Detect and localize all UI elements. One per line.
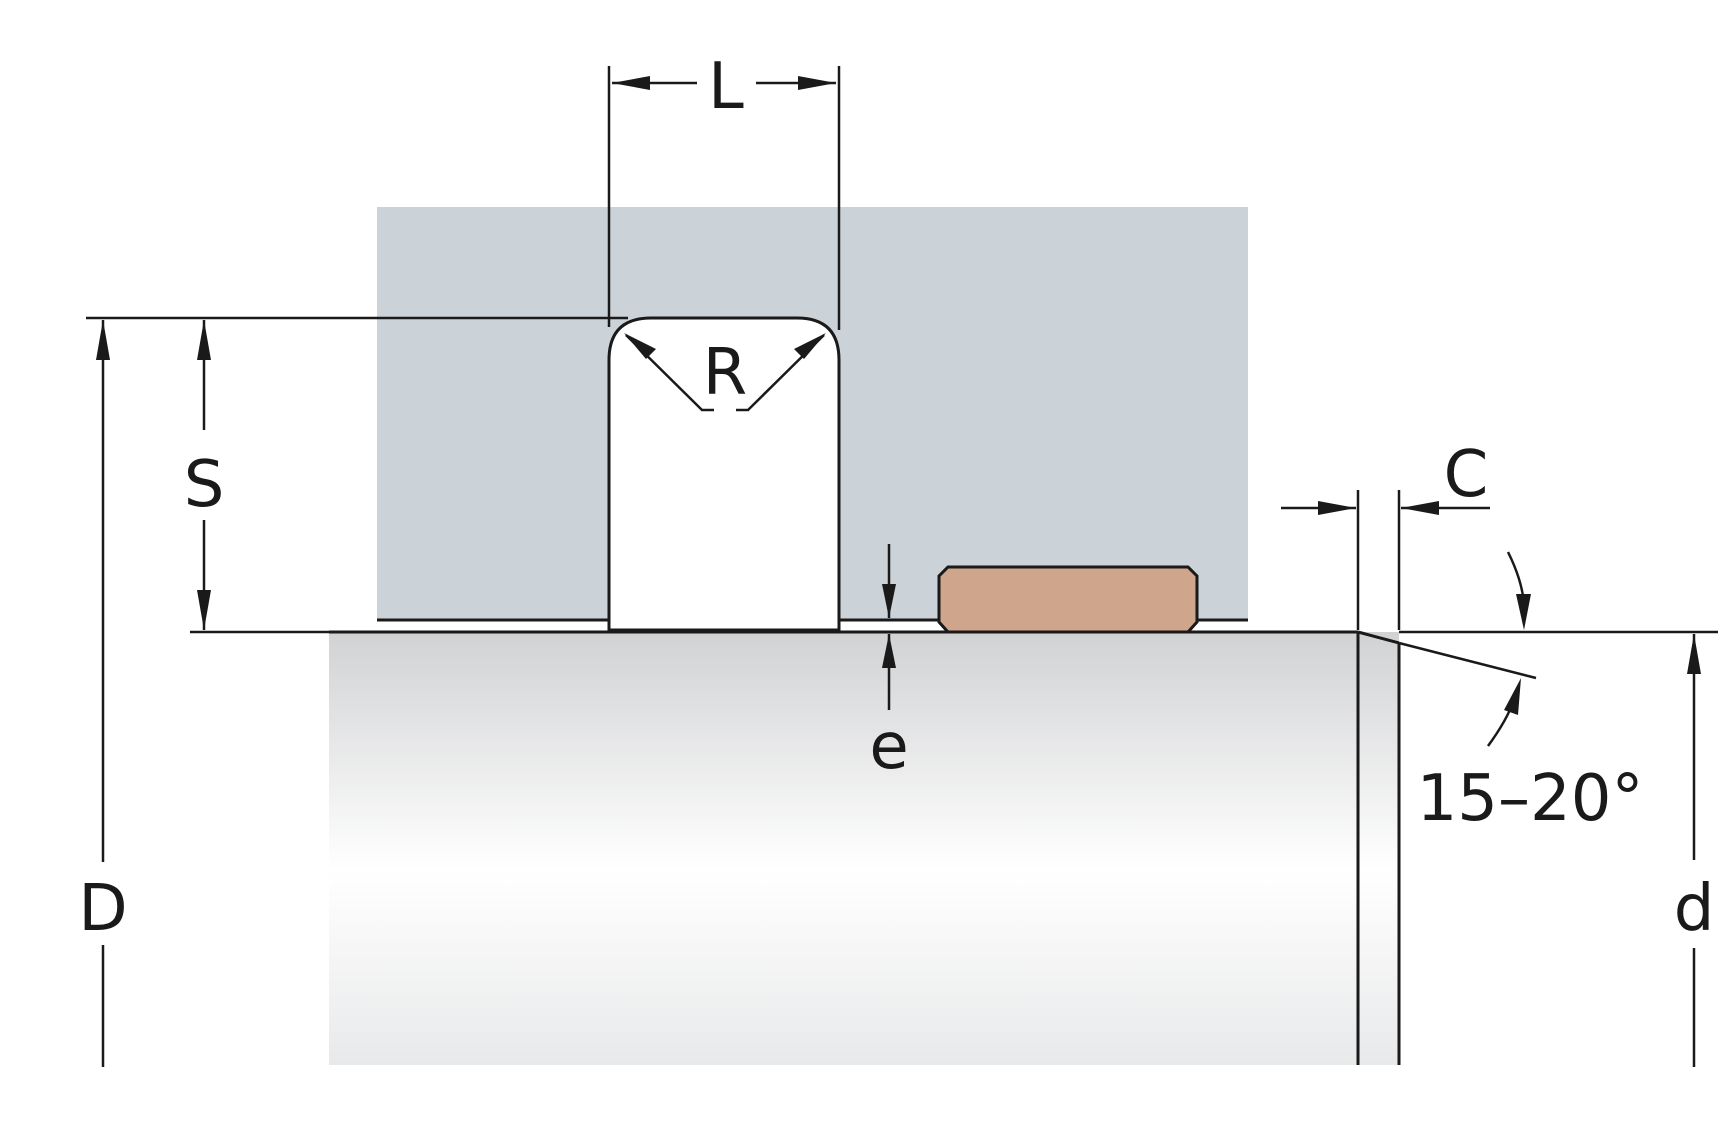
dim-label-angle: 15–20° xyxy=(1417,762,1644,836)
dim-r-leader-right xyxy=(736,334,825,412)
dim-e-arrow-bottom xyxy=(882,634,896,668)
dim-label-big-d: D xyxy=(78,872,127,946)
seal-groove xyxy=(607,316,841,632)
dim-label-small-d: d xyxy=(1674,872,1715,946)
piston-rod xyxy=(329,632,1399,1065)
dim-l-arrow-right xyxy=(798,76,836,90)
dim-r-arrow-left xyxy=(624,333,656,359)
dim-s-arrow-top xyxy=(197,320,211,360)
angle-arrow-top xyxy=(1516,594,1531,630)
angle-chamfer-ext xyxy=(1398,641,1537,680)
dim-label-r: R xyxy=(703,336,747,410)
rod-chamfer-edge xyxy=(1357,630,1400,645)
angle-arrow-bottom xyxy=(1504,678,1521,715)
dim-e-arrow-top xyxy=(882,584,896,618)
dim-label-e: e xyxy=(869,710,908,784)
dim-r-leader-left xyxy=(625,334,714,412)
dim-c-arrow-right xyxy=(1401,501,1439,515)
dim-label-l: L xyxy=(708,50,744,124)
dim-c-arrow-left xyxy=(1318,501,1356,515)
dim-r-arrow-right xyxy=(794,333,826,359)
dim-label-s: S xyxy=(184,448,225,522)
dim-label-c: C xyxy=(1444,438,1489,512)
dim-s-arrow-bottom xyxy=(197,590,211,630)
dim-d-arrow-top xyxy=(96,320,110,360)
guide-ring xyxy=(937,565,1199,634)
dim-small-d-arrow-top xyxy=(1687,634,1701,674)
dim-l-arrow-left xyxy=(612,76,650,90)
